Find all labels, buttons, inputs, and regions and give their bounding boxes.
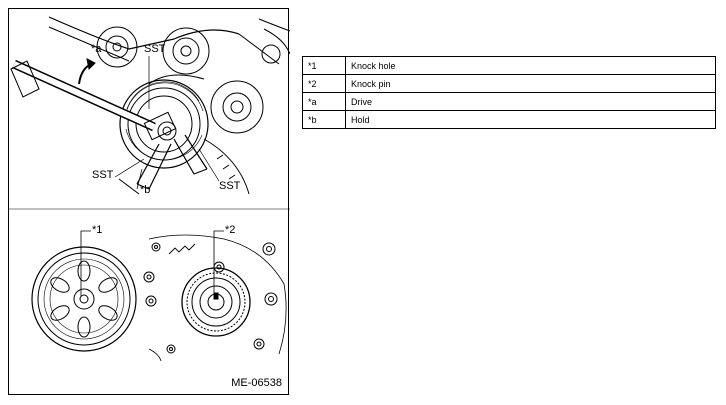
callout-sst-right: SST (219, 180, 241, 192)
legend-row: *a Drive (302, 92, 716, 111)
legend-row: *b Hold (302, 110, 716, 129)
legend-key: *b (302, 110, 346, 129)
legend-table: *1 Knock hole *2 Knock pin *a Drive *b H… (302, 56, 716, 129)
legend-desc: Drive (345, 92, 716, 111)
legend-key: *2 (302, 74, 346, 93)
callout-sst-top: SST (144, 43, 166, 55)
callout-knock-pin: *2 (225, 224, 236, 236)
legend-row: *1 Knock hole (302, 56, 716, 75)
engine-illustration (9, 16, 290, 362)
upper-illustration (10, 16, 290, 195)
callout-a: *a (91, 43, 102, 55)
callout-knock-hole: *1 (92, 224, 103, 236)
legend-key: *1 (302, 56, 346, 75)
callout-b: *b (140, 184, 151, 196)
legend-desc: Knock hole (345, 56, 716, 75)
crank-pulley-illustration (31, 230, 137, 352)
figure-id: ME-06538 (231, 377, 282, 389)
callout-sst-left: SST (92, 169, 114, 181)
illustration-frame: *a SST SST *b SST *1 *2 ME-06538 (8, 8, 290, 395)
legend-key: *a (302, 92, 346, 111)
legend-row: *2 Knock pin (302, 74, 716, 93)
crank-sprocket-illustration (143, 230, 287, 362)
legend-desc: Knock pin (345, 74, 716, 93)
legend-desc: Hold (345, 110, 716, 129)
